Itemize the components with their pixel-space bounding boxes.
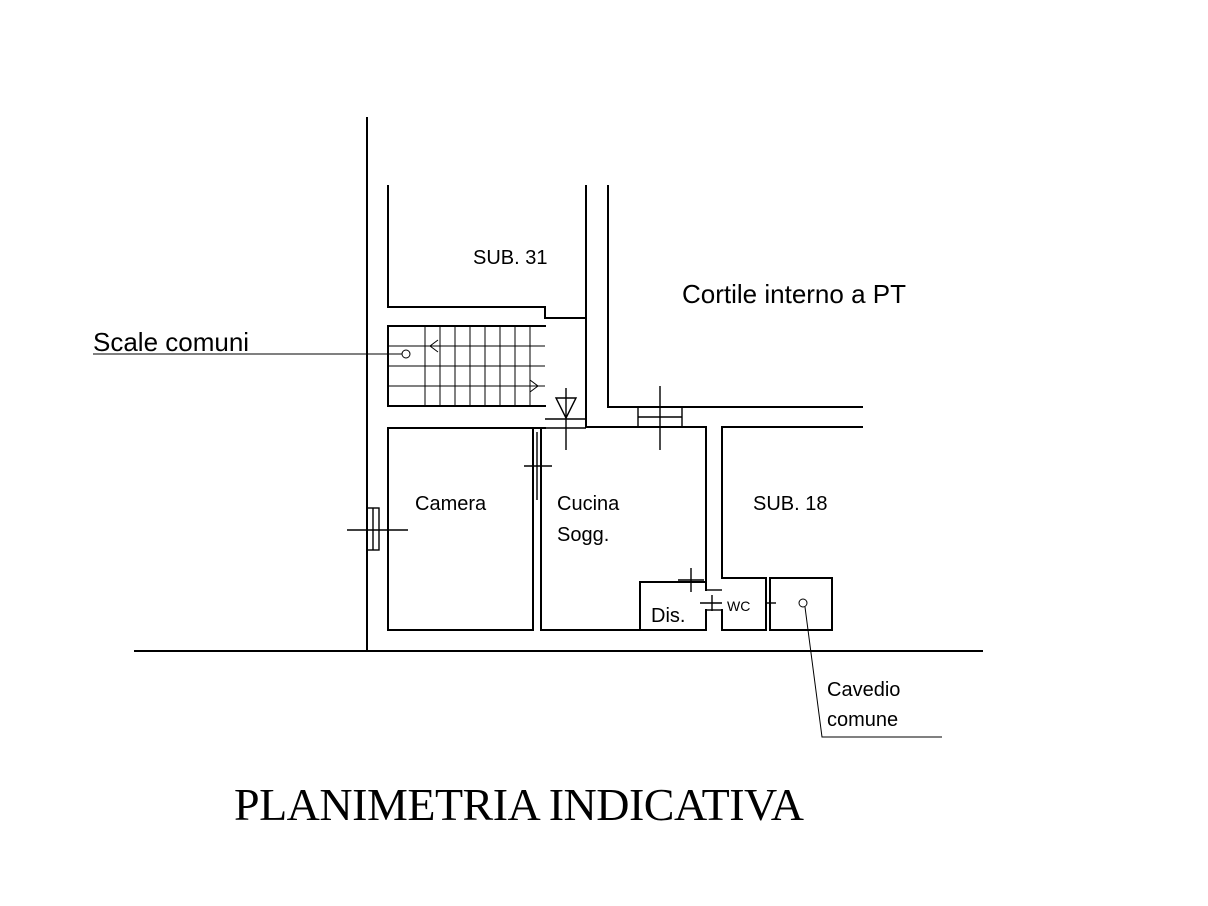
label-cortile: Cortile interno a PT (682, 279, 906, 309)
label-camera: Camera (415, 493, 487, 515)
label-cavedio-line2: comune (827, 709, 898, 731)
leader-lines (93, 353, 942, 738)
label-sub18: SUB. 18 (753, 493, 827, 515)
entrance-symbol (545, 388, 586, 450)
label-cavedio-line1: Cavedio (827, 679, 900, 701)
label-cucina-line1: Cucina (557, 493, 620, 515)
stairs (388, 326, 545, 406)
walls (134, 117, 983, 652)
label-wc: WC (727, 598, 750, 614)
drawing-title: PLANIMETRIA INDICATIVA (234, 779, 804, 830)
openings (347, 386, 776, 614)
label-sub31: SUB. 31 (473, 247, 547, 269)
label-dis: Dis. (651, 605, 685, 627)
label-scale-comuni: Scale comuni (93, 327, 249, 357)
label-cucina-line2: Sogg. (557, 524, 609, 546)
labels: SUB. 31 Cortile interno a PT Scale comun… (93, 247, 906, 731)
